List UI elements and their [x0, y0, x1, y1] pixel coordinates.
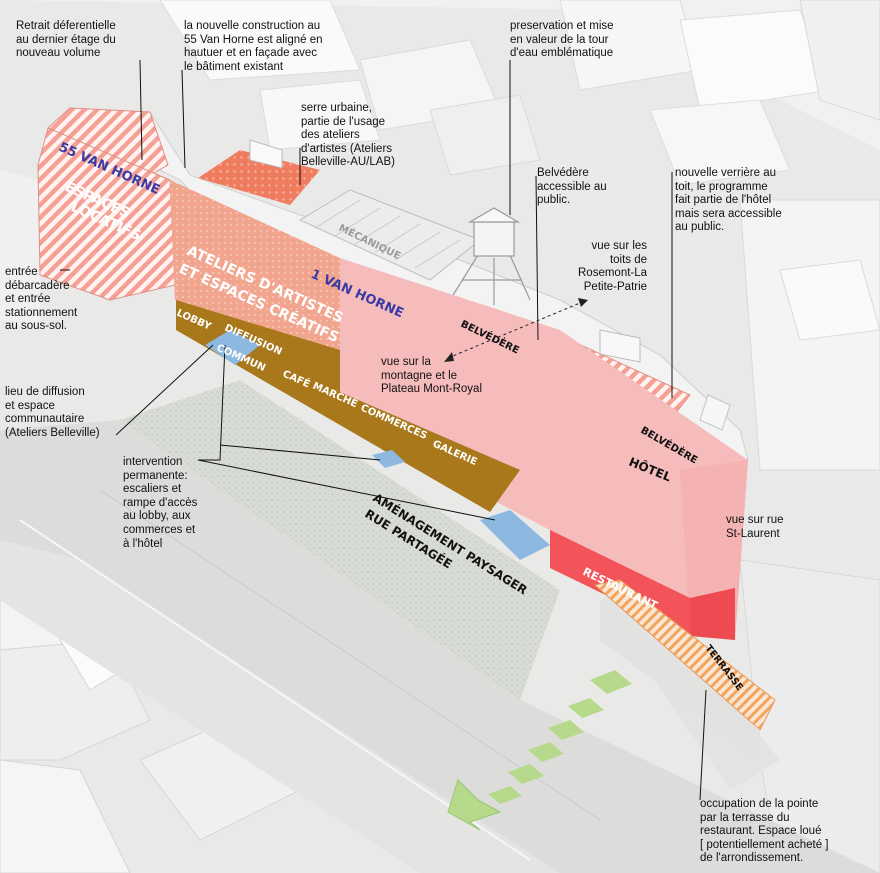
mechanical-units	[314, 199, 461, 269]
leader-lines	[60, 59, 707, 801]
note-serre-urbaine: serre urbaine, partie de l'usage des ate…	[301, 102, 395, 169]
view-arrow-head-rosemont	[578, 298, 588, 307]
main-building	[37, 107, 776, 760]
note-intervention-permanente: intervention permanente: escaliers et ra…	[123, 456, 198, 550]
note-vue-st-laurent: vue sur rue St-Laurent	[726, 514, 784, 540]
note-vue-rosemont: vue sur les toits de Rosemont-La Petite-…	[578, 240, 648, 293]
note-lieu-diffusion: lieu de diffusion et espace communautair…	[5, 386, 100, 439]
note-nouvelle-construction: la nouvelle construction au 55 Van Horne…	[184, 20, 323, 73]
view-arrow-head-montagne	[444, 352, 454, 362]
note-verriere: nouvelle verrière au toit, le programme …	[675, 167, 782, 234]
note-vue-montagne: vue sur la montagne et le Plateau Mont-R…	[381, 356, 482, 396]
note-entree: entrée débarcadère et entrée stationneme…	[5, 266, 78, 333]
water-tower	[449, 207, 531, 305]
note-belvedere-public: Belvédère accessible au public.	[537, 167, 607, 207]
green-crossing	[447, 670, 632, 831]
note-retrait-deferentielle: Retrait déferentielle au dernier étage d…	[16, 20, 116, 60]
note-occupation-pointe: occupation de la pointe par la terrasse …	[700, 798, 829, 865]
note-preservation-tour: preservation et mise en valeur de la tou…	[510, 20, 614, 60]
